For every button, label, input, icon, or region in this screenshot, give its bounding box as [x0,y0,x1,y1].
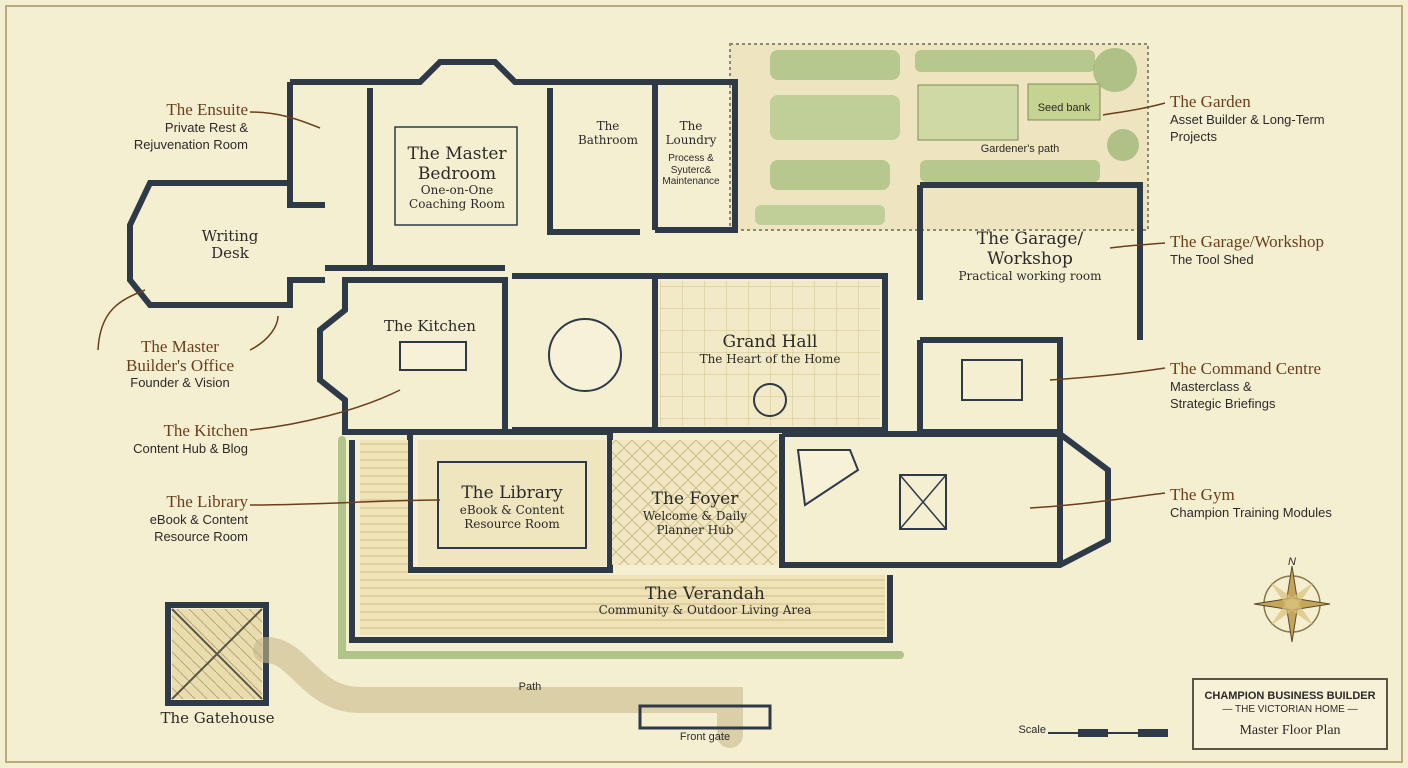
scale-label: Scale [1018,724,1046,736]
foyer-title: The Foyer [651,489,739,509]
foyer-subtitle: Welcome & Daily Planner Hub [642,509,748,537]
laundry-title: The Loundry [665,119,717,147]
callout-leaders [97,102,1166,509]
bed-outline [394,126,518,226]
callout-library-title: The Library [166,492,248,511]
bathroom-label: The Bathroom [577,119,639,147]
fountain [753,383,787,417]
kitchen-island [399,341,467,371]
callout-gym: The Gym Champion Training Modules [1170,484,1370,522]
callout-gym-title: The Gym [1170,485,1235,504]
laundry-subtitle: Process & Syuterc& Maintenance [662,153,720,187]
foyer-floor [612,440,777,565]
verandah-subtitle: Community & Outdoor Living Area [598,603,812,617]
library-room-title: The Library [461,483,563,503]
page-border [5,5,1403,763]
writing-desk-label: Writing Desk [201,227,259,263]
garden-path [253,637,743,748]
grand-hall-title: Grand Hall [722,332,818,352]
garage-title: The Garage/ Workshop [976,229,1084,269]
callout-garage: The Garage/Workshop The Tool Shed [1170,231,1370,269]
garden-area [729,43,1149,231]
master-bedroom-title: The Master Bedroom [407,144,507,184]
verandah-title: The Verandah [645,584,765,604]
callout-kitchen-subtitle: Content Hub & Blog [133,441,248,457]
gatehouse-label: The Gatehouse [160,709,275,727]
callout-library: The Library eBook & Content Resource Roo… [100,491,248,545]
callout-command: The Command Centre Masterclass & Strateg… [1170,358,1360,412]
grand-hall-floor [660,281,880,426]
callout-garage-title: The Garage/Workshop [1170,232,1324,251]
callout-office: The Master Builder's Office Founder & Vi… [110,337,250,392]
front-gate-label: Front gate [679,731,731,743]
callout-command-title: The Command Centre [1170,359,1322,378]
callout-garage-subtitle: The Tool Shed [1170,252,1254,268]
callout-gym-subtitle: Champion Training Modules [1170,505,1332,521]
callout-kitchen-title: The Kitchen [163,421,249,440]
seed-bank-label: Seed bank [1037,102,1091,114]
callout-office-subtitle: Founder & Vision [130,375,230,391]
piano [796,449,860,507]
hedge [338,436,904,659]
scale-bar [1048,729,1168,737]
path-label: Path [518,681,542,693]
verandah-floor [360,575,885,635]
title-block: CHAMPION BUSINESS BUILDER — THE VICTORIA… [1192,678,1388,750]
callout-command-subtitle: Masterclass & Strategic Briefings [1170,379,1276,411]
kitchen-room-label: The Kitchen [384,317,476,335]
grand-hall-subtitle: The Heart of the Home [699,352,841,366]
dining-table [548,318,622,392]
callout-ensuite-title: The Ensuite [166,100,248,119]
garage-subtitle: Practical working room [958,269,1102,283]
callout-library-subtitle: eBook & Content Resource Room [149,512,248,544]
callout-office-title: The Master Builder's Office [125,337,235,375]
front-gate-wall [638,704,772,730]
gym-mat [899,474,947,530]
callout-ensuite-subtitle: Private Rest & Rejuvenation Room [133,120,248,152]
command-table [961,359,1023,401]
callout-garden-title: The Garden [1170,92,1251,111]
title-block-line2: — THE VICTORIAN HOME — [1222,704,1358,715]
gardeners-path-label: Gardener's path [980,143,1060,155]
callout-garden-subtitle: Asset Builder & Long-Term Projects [1170,112,1325,144]
callout-kitchen: The Kitchen Content Hub & Blog [100,420,248,458]
library-room-subtitle: eBook & Content Resource Room [459,503,565,531]
compass-rose [1253,565,1331,643]
callout-garden: The Garden Asset Builder & Long-Term Pro… [1170,91,1330,145]
compass-north-label: N [1288,556,1296,568]
master-bedroom-subtitle: One-on-One Coaching Room [409,183,505,211]
callout-ensuite: The Ensuite Private Rest & Rejuvenation … [100,99,248,153]
title-block-line3: Master Floor Plan [1239,723,1341,738]
house-walls [127,59,1143,706]
title-block-line1: CHAMPION BUSINESS BUILDER [1204,690,1376,702]
